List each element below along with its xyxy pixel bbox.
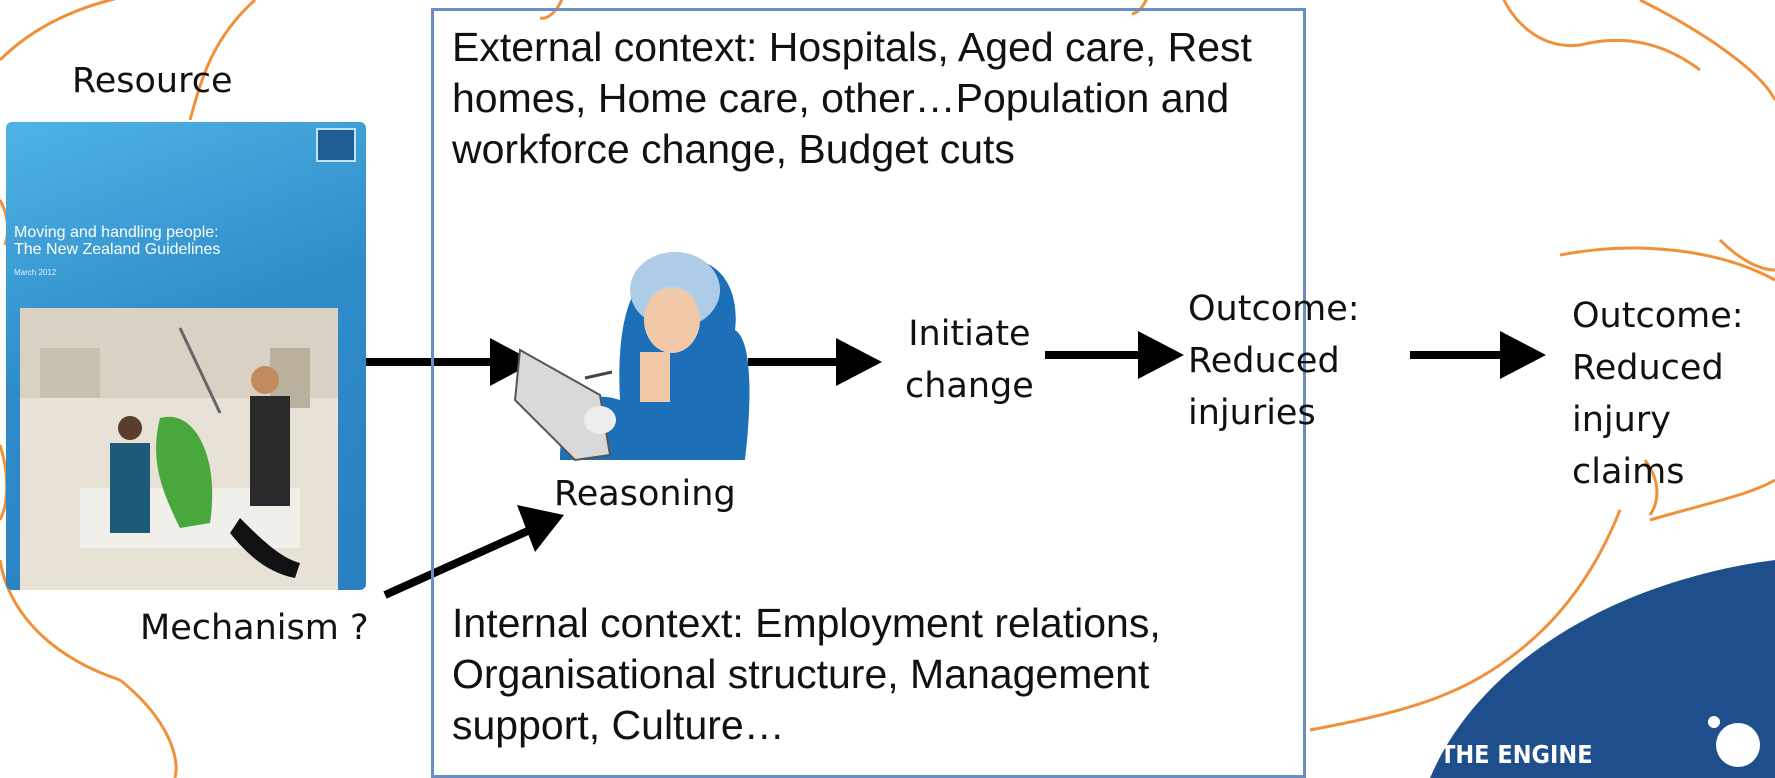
arrow-resource-to-reasoning — [350, 338, 535, 386]
arrow-change-to-outcome — [1045, 331, 1184, 379]
outcome-reduced-injuries: Outcome: Reduced injuries — [1188, 289, 1360, 433]
arrow-reasoning-to-change — [748, 338, 882, 386]
acc-logo-icon — [316, 128, 356, 162]
mechanism-label: Mechanism ? — [140, 608, 369, 648]
brand-small-dot-icon — [1708, 716, 1720, 728]
outcome-reduced-injury-claims: Outcome: Reduced injury claims — [1572, 296, 1744, 492]
flow-arrows — [350, 331, 1546, 599]
guidelines-book-cover: Moving and handling people: The New Zeal… — [6, 122, 366, 590]
nurse-illustration — [513, 252, 750, 462]
context-box — [431, 8, 1306, 778]
brand-corner-shape — [1430, 560, 1775, 778]
external-context-text: External context: Hospitals, Aged care, … — [452, 24, 1252, 172]
patient-hoist-photo — [20, 308, 338, 590]
arrow-outcome-to-claims — [1410, 331, 1546, 379]
reasoning-label: Reasoning — [554, 474, 736, 514]
internal-context-text: Internal context: Employment relations, … — [452, 600, 1161, 748]
brand-dot-icon — [1716, 723, 1760, 767]
initiate-change-label: Initiate change — [905, 314, 1034, 406]
resource-label: Resource — [72, 61, 233, 101]
arrow-mechanism-to-reasoning — [383, 505, 564, 599]
the-engine-logo-text: THE ENGINE — [1440, 740, 1593, 769]
book-title: Moving and handling people: The New Zeal… — [14, 224, 221, 258]
book-date: March 2012 — [14, 268, 57, 277]
